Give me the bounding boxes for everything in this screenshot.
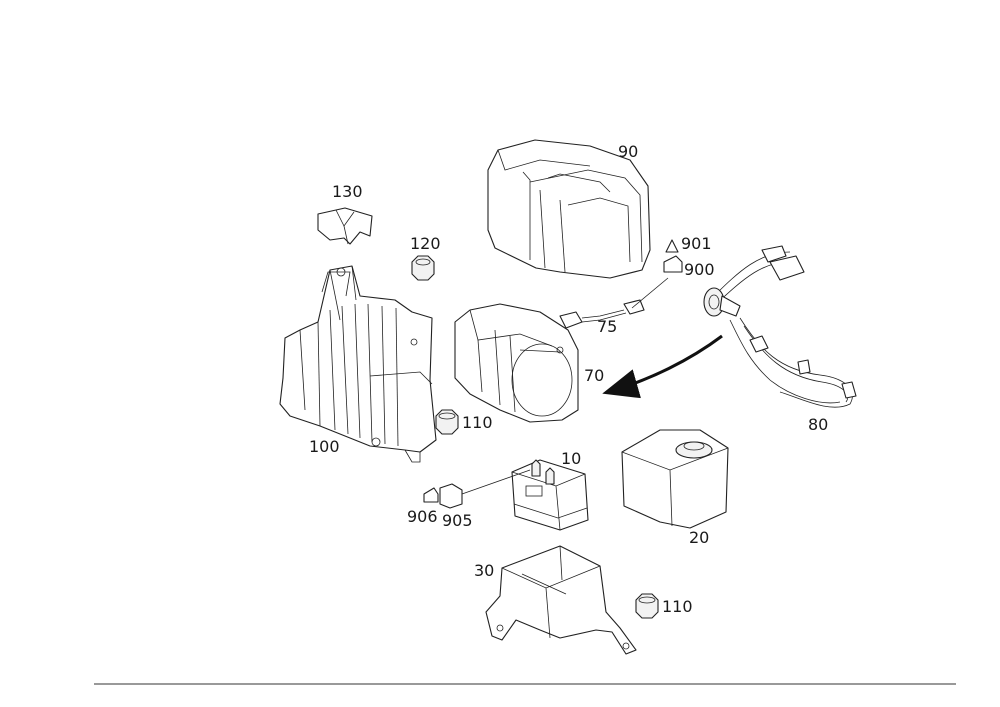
part-20-reservoir: [621, 429, 729, 529]
part-130-clip: [317, 207, 373, 245]
label-110-lower: 110: [662, 597, 693, 616]
label-20: 20: [689, 528, 709, 547]
part-120-nut: [411, 255, 435, 281]
part-30-bracket: [485, 545, 637, 655]
label-30: 30: [474, 561, 494, 580]
label-80: 80: [808, 415, 828, 434]
part-80-wiring-harness: [703, 245, 857, 408]
label-905: 905: [442, 511, 473, 530]
label-70: 70: [584, 366, 604, 385]
part-901-cap: [665, 239, 679, 253]
label-90: 90: [618, 142, 638, 161]
part-110-grommet-upper: [435, 409, 459, 435]
label-110-upper: 110: [462, 413, 493, 432]
part-110-grommet-lower: [635, 593, 659, 619]
part-90-cover: [487, 139, 651, 279]
part-906-cap: [423, 487, 439, 503]
leader-900: [631, 277, 669, 309]
label-120: 120: [410, 234, 441, 253]
part-905-plug: [439, 483, 463, 509]
label-901: 901: [681, 234, 712, 253]
assembly-arrow: [602, 334, 723, 399]
part-75-cable: [559, 299, 645, 329]
label-10: 10: [561, 449, 581, 468]
part-10-control-unit: [511, 459, 589, 531]
leader-905: [461, 469, 531, 495]
label-75: 75: [597, 317, 617, 336]
label-130: 130: [332, 182, 363, 201]
label-100: 100: [309, 437, 340, 456]
part-70-relay-box: [454, 303, 579, 423]
label-900: 900: [684, 260, 715, 279]
part-900-plug: [663, 255, 683, 273]
label-906: 906: [407, 507, 438, 526]
part-100-housing: [279, 265, 437, 463]
